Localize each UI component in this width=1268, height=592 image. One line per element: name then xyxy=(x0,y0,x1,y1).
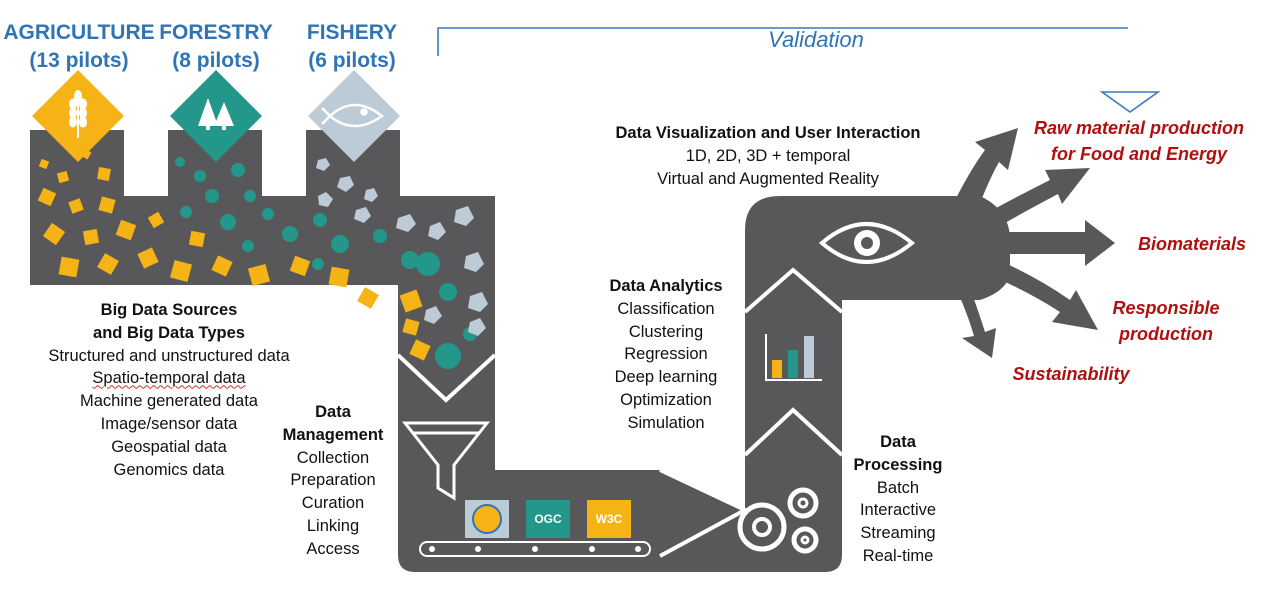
teal-data-particles xyxy=(175,157,477,369)
sector-diamond-forestry xyxy=(170,70,262,162)
eye-icon xyxy=(818,222,916,264)
yellow-data-particles xyxy=(37,148,431,361)
bar-chart-icon xyxy=(765,334,822,381)
data-visualization-block: Data Visualization and User Interaction … xyxy=(615,124,921,188)
conveyor-belt xyxy=(419,541,651,557)
data-processing-block: Data Processing Batch Interactive Stream… xyxy=(853,433,943,565)
data-management-block: Data Management Collection Preparation C… xyxy=(282,403,384,558)
ogc-logo: OGC xyxy=(534,512,562,526)
funnel-icon xyxy=(401,421,491,501)
w3c-logo: W3C xyxy=(595,512,623,526)
sector-diamond-agriculture xyxy=(32,70,124,162)
standard-box-ogc xyxy=(526,500,570,538)
outcome-raw-material: Raw material production for Food and Ene… xyxy=(1033,118,1245,164)
standard-box-seal xyxy=(465,500,509,538)
outcome-responsible-production: Responsible production xyxy=(1112,298,1220,344)
sector-forestry-title: FORESTRY(8 pilots) xyxy=(159,21,273,72)
fish-icon xyxy=(321,103,385,128)
outcome-biomaterials: Biomaterials xyxy=(1137,234,1247,254)
standard-box-w3c xyxy=(587,500,631,538)
trees-icon xyxy=(198,98,234,130)
validation-arrow xyxy=(437,27,1161,113)
gears-icon xyxy=(737,487,819,554)
sector-fishery-title: FISHERY(6 pilots) xyxy=(306,21,398,72)
sector-agriculture-title: AGRICULTURE(13 pilots) xyxy=(3,21,155,72)
output-arrows xyxy=(948,128,1115,358)
big-data-sources-block: Big Data Sources and Big Data Types Stru… xyxy=(48,301,290,479)
sector-diamond-fishery xyxy=(308,70,400,162)
outcome-sustainability: Sustainability xyxy=(1012,364,1130,384)
validation-label: Validation xyxy=(768,27,864,52)
wheat-icon xyxy=(69,90,87,138)
data-analytics-block: Data Analytics Classification Clustering… xyxy=(609,277,723,432)
grey-data-particles xyxy=(316,158,488,336)
